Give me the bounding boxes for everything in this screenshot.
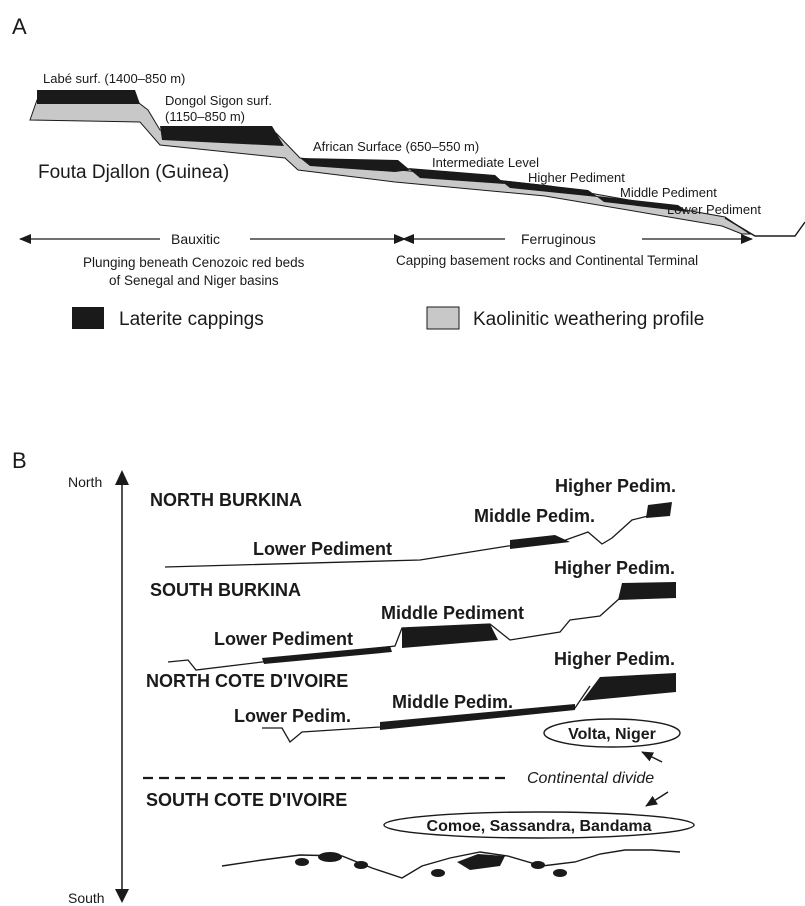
ferruginous-label: Ferruginous: [521, 231, 596, 247]
panel-b-letter: B: [12, 448, 27, 473]
african-surface-label: African Surface (650–550 m): [313, 139, 479, 154]
divide-arrow-south: [645, 791, 669, 807]
continental-divide-label: Continental divide: [527, 770, 654, 787]
dongol-capping: [160, 126, 284, 146]
south-burkina-middle-label: Middle Pediment: [381, 603, 524, 623]
panel-a-letter: A: [12, 14, 27, 39]
legend-laterite-label: Laterite cappings: [119, 309, 264, 330]
south-burkina-higher-label: Higher Pedim.: [554, 558, 675, 578]
intermediate-level-label: Intermediate Level: [432, 155, 539, 170]
middle-capping: [596, 196, 688, 212]
north-arrowhead: [115, 470, 129, 485]
north-burkina-lower-label: Lower Pediment: [253, 539, 392, 559]
north-cote-lower-label: Lower Pedim.: [234, 706, 351, 726]
dongol-surface-range: (1150–850 m): [165, 109, 245, 124]
laterite-cappings: [37, 90, 688, 212]
comoe-sassandra-bandama-label: Comoe, Sassandra, Bandama: [427, 818, 652, 835]
labe-capping: [37, 90, 140, 104]
south-burkina-title: SOUTH BURKINA: [150, 580, 301, 600]
north-burkina-middle-label: Middle Pedim.: [474, 506, 595, 526]
intermediate-capping: [408, 168, 505, 184]
ferruginous-note: Capping basement rocks and Continental T…: [396, 253, 698, 268]
fouta-djallon-label: Fouta Djallon (Guinea): [38, 162, 229, 183]
north-cote-higher-capping: [582, 673, 676, 701]
bauxitic-label: Bauxitic: [171, 231, 220, 247]
lower-valley: [724, 217, 805, 237]
north-cote-middle-label: Middle Pedim.: [392, 692, 513, 712]
legend-kaolinitic-label: Kaolinitic weathering profile: [473, 309, 704, 330]
north-burkina-higher-capping: [646, 502, 672, 518]
legend-kaolinitic-swatch: [426, 306, 460, 330]
lower-pediment-label: Lower Pediment: [667, 202, 761, 217]
south-arrowhead: [115, 889, 129, 903]
north-burkina-middle-capping: [510, 535, 570, 549]
south-cote-title: SOUTH COTE D'IVOIRE: [146, 790, 347, 810]
labe-surface-label: Labé surf. (1400–850 m): [43, 71, 185, 86]
comoe-ellipse: [383, 811, 695, 839]
south-cote-laterite-patches: [295, 852, 567, 877]
bauxitic-note-2: of Senegal and Niger basins: [109, 273, 279, 288]
north-cote-middle-capping: [380, 704, 575, 730]
african-capping: [300, 158, 410, 172]
south-burkina-lower-capping: [262, 646, 392, 664]
dongol-surface-label: Dongol Sigon surf.: [165, 93, 272, 108]
bauxitic-note-1: Plunging beneath Cenozoic red beds: [83, 255, 305, 270]
higher-pediment-label: Higher Pediment: [528, 170, 625, 185]
south-burkina-higher-capping: [618, 582, 676, 600]
middle-pediment-label: Middle Pediment: [620, 185, 717, 200]
south-cote-profile: [221, 849, 681, 879]
divide-arrow-north: [641, 751, 663, 763]
north-label: North: [68, 474, 102, 490]
volta-niger-ellipse: [543, 718, 681, 748]
north-cote-title: NORTH COTE D'IVOIRE: [146, 671, 348, 691]
north-burkina-profile: [164, 515, 649, 568]
north-burkina-higher-label: Higher Pedim.: [555, 476, 676, 496]
north-burkina-title: NORTH BURKINA: [150, 490, 302, 510]
higher-capping: [500, 180, 598, 197]
volta-niger-label: Volta, Niger: [568, 726, 656, 743]
south-burkina-middle-capping: [402, 624, 498, 648]
legend-laterite-swatch: [72, 307, 104, 329]
south-burkina-lower-label: Lower Pediment: [214, 629, 353, 649]
south-label: South: [68, 890, 105, 906]
north-cote-higher-label: Higher Pedim.: [554, 649, 675, 669]
